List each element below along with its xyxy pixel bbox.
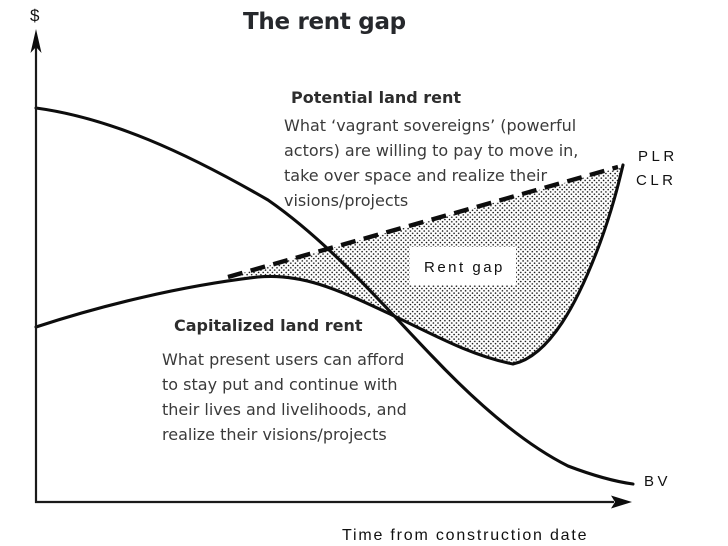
clr-label: CLR bbox=[636, 172, 677, 189]
bv-label: BV bbox=[644, 473, 671, 490]
plr-label: PLR bbox=[638, 148, 678, 165]
potential-land-rent-heading: Potential land rent bbox=[291, 88, 462, 107]
bv-curve bbox=[34, 106, 635, 486]
x-axis-label: Time from construction date bbox=[342, 527, 588, 544]
potential-land-rent-description: What ‘vagrant sovereigns’ (powerful acto… bbox=[284, 116, 579, 210]
capitalized-land-rent-heading: Capitalized land rent bbox=[174, 316, 363, 335]
plr-dashed-line bbox=[227, 164, 619, 280]
rent-gap-label: Rent gap bbox=[424, 259, 505, 276]
rent-gap-label-box bbox=[410, 247, 516, 285]
x-axis-arrowhead bbox=[611, 495, 632, 509]
slide-title: The rent gap bbox=[243, 9, 406, 35]
clr-curve bbox=[34, 163, 625, 366]
capitalized-land-rent-description: What present users can afford to stay pu… bbox=[162, 350, 407, 444]
y-axis-arrowhead bbox=[30, 29, 42, 53]
y-axis-label: $ bbox=[30, 6, 40, 25]
